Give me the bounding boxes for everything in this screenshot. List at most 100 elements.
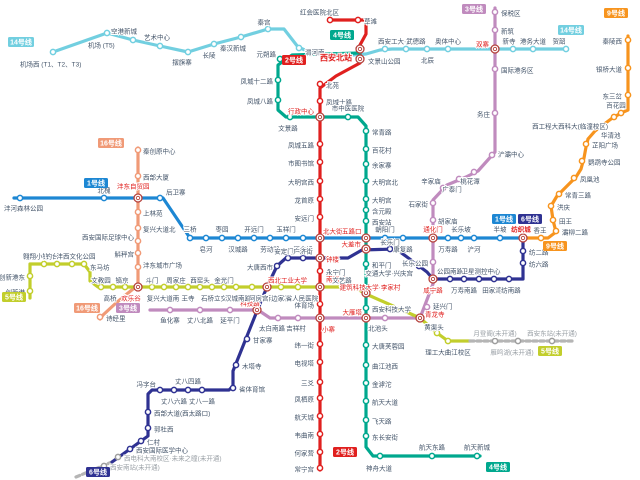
station-市图书馆[interactable] bbox=[316, 158, 324, 166]
station-交通大学·兴庆宫[interactable] bbox=[415, 262, 423, 270]
station-曲江池西[interactable] bbox=[362, 361, 370, 369]
station-大唐芙蓉园[interactable] bbox=[362, 341, 370, 349]
station-西安科技大学[interactable] bbox=[362, 304, 370, 312]
station-省体育馆[interactable] bbox=[229, 384, 237, 392]
station-机场 (T5)[interactable] bbox=[103, 29, 111, 37]
station-西电科大南校区·未来之瞳(未开通)[interactable] bbox=[114, 453, 122, 461]
station-王寺[interactable] bbox=[184, 283, 192, 291]
station-纺二路[interactable] bbox=[519, 247, 527, 255]
station-金滹沱[interactable] bbox=[362, 379, 370, 387]
station-神舟大道[interactable] bbox=[376, 452, 384, 460]
station-复兴大道南[interactable] bbox=[160, 283, 168, 291]
station-安远门[interactable] bbox=[316, 213, 324, 221]
station-纺南路[interactable] bbox=[505, 275, 513, 283]
station-北辰[interactable] bbox=[423, 45, 431, 53]
interchange-station-双寨[interactable] bbox=[490, 44, 500, 54]
station-冯字台[interactable] bbox=[156, 386, 164, 394]
station-广泰门[interactable] bbox=[455, 175, 463, 183]
station-灞柳二路[interactable] bbox=[552, 227, 560, 235]
station-艺术中心[interactable] bbox=[156, 42, 164, 50]
station-常青路[interactable] bbox=[362, 127, 370, 135]
station-皂河[interactable] bbox=[202, 234, 210, 242]
station-华清池[interactable] bbox=[597, 122, 605, 130]
station-保税区[interactable] bbox=[491, 8, 499, 16]
station-市中医医院[interactable] bbox=[344, 113, 352, 121]
station-西安国际医学中心[interactable] bbox=[126, 445, 134, 453]
station-吉祥村[interactable] bbox=[294, 314, 302, 322]
interchange-station-五路口[interactable] bbox=[361, 233, 371, 243]
station-余家寨[interactable] bbox=[362, 160, 370, 168]
station-北槐[interactable] bbox=[100, 194, 108, 202]
station-西部大道(西太路口)[interactable] bbox=[144, 408, 152, 416]
station-桃花潭[interactable] bbox=[470, 168, 478, 176]
station-雁鸣湖(未开通)[interactable] bbox=[514, 337, 522, 345]
station-新寺[interactable] bbox=[509, 45, 517, 53]
station-长陵[interactable] bbox=[210, 40, 218, 48]
station-凤城十二路[interactable] bbox=[274, 76, 282, 84]
station-田家湾[interactable] bbox=[490, 275, 498, 283]
station-西安站[interactable] bbox=[362, 217, 370, 225]
station-石桥立交[interactable] bbox=[208, 283, 216, 291]
station-港务大道[interactable] bbox=[529, 45, 537, 53]
station-东长安街[interactable] bbox=[362, 432, 370, 440]
station-甘家寨[interactable] bbox=[243, 335, 251, 343]
station-红会医院北区[interactable] bbox=[326, 16, 334, 24]
station-贺韶[interactable] bbox=[562, 45, 570, 53]
station-卫星测控中心[interactable] bbox=[475, 275, 483, 283]
station-含元殿[interactable] bbox=[362, 206, 370, 214]
station-凤城五路[interactable] bbox=[316, 140, 324, 148]
station-理工大曲江校区[interactable] bbox=[444, 337, 452, 345]
station-枣园[interactable] bbox=[218, 234, 226, 242]
station-胡家庙[interactable] bbox=[429, 216, 437, 224]
station-创新港东[interactable] bbox=[26, 272, 34, 280]
interchange-station-北大街[interactable] bbox=[315, 233, 325, 243]
station-芷阳广场[interactable] bbox=[582, 140, 590, 148]
station-辛家庙[interactable] bbox=[439, 184, 447, 192]
station-复兴大道北[interactable] bbox=[134, 224, 142, 232]
interchange-station-大差市[interactable] bbox=[361, 244, 371, 254]
station-浐灞中心[interactable] bbox=[488, 151, 496, 159]
station-后卫寨[interactable] bbox=[156, 194, 164, 202]
station-秦宫[interactable] bbox=[264, 25, 272, 33]
interchange-station-西安北站[interactable] bbox=[355, 44, 365, 54]
station-航天东路[interactable] bbox=[428, 452, 436, 460]
station-韦曲南[interactable] bbox=[316, 430, 324, 438]
station-西部大厦[interactable] bbox=[134, 172, 142, 180]
station-龙首原[interactable] bbox=[316, 195, 324, 203]
station-翱翔小镇[interactable] bbox=[40, 260, 48, 268]
station-康复路[interactable] bbox=[399, 234, 407, 242]
station-新筑[interactable] bbox=[491, 26, 499, 34]
interchange-station-西北工业大学[interactable] bbox=[262, 282, 272, 292]
interchange-station-纺织城[interactable] bbox=[518, 233, 528, 243]
station-纺六路[interactable] bbox=[519, 259, 527, 267]
station-沣河森林公园[interactable] bbox=[16, 194, 24, 202]
station-万寿南路[interactable] bbox=[460, 275, 468, 283]
station-常青三路[interactable] bbox=[555, 190, 563, 198]
interchange-station-咸宁路[interactable] bbox=[428, 274, 438, 284]
station-航天大道[interactable] bbox=[362, 397, 370, 405]
station-开远门[interactable] bbox=[250, 234, 258, 242]
station-秦创原中心[interactable] bbox=[134, 146, 142, 154]
station-凤凰池[interactable] bbox=[570, 174, 578, 182]
station-省人民医院[interactable] bbox=[294, 283, 302, 291]
station-仁村[interactable] bbox=[137, 437, 145, 445]
station-北苑[interactable] bbox=[316, 80, 324, 88]
station-延平门[interactable] bbox=[226, 306, 234, 314]
station-凤栖原[interactable] bbox=[316, 394, 324, 402]
station-西工程大西科大(临潼校区)[interactable] bbox=[610, 113, 618, 121]
station-香王[interactable] bbox=[537, 234, 545, 242]
station-洪庆[interactable] bbox=[547, 202, 555, 210]
interchange-station-欢乐谷[interactable] bbox=[133, 282, 143, 292]
interchange-station-行政中心[interactable] bbox=[315, 112, 325, 122]
station-丈八一路[interactable] bbox=[198, 386, 206, 394]
station-斛秤宫[interactable] bbox=[134, 249, 142, 257]
station-百花园[interactable] bbox=[617, 109, 625, 117]
station-长乐门[interactable] bbox=[386, 245, 394, 253]
station-太白南路[interactable] bbox=[274, 314, 282, 322]
station-丈八四路[interactable] bbox=[184, 386, 192, 394]
station-摆旗寨[interactable] bbox=[184, 48, 192, 56]
station-务庄[interactable] bbox=[491, 109, 499, 117]
station-飞天路[interactable] bbox=[362, 416, 370, 424]
station-玉祥门[interactable] bbox=[282, 234, 290, 242]
station-渭河南[interactable] bbox=[295, 44, 303, 52]
